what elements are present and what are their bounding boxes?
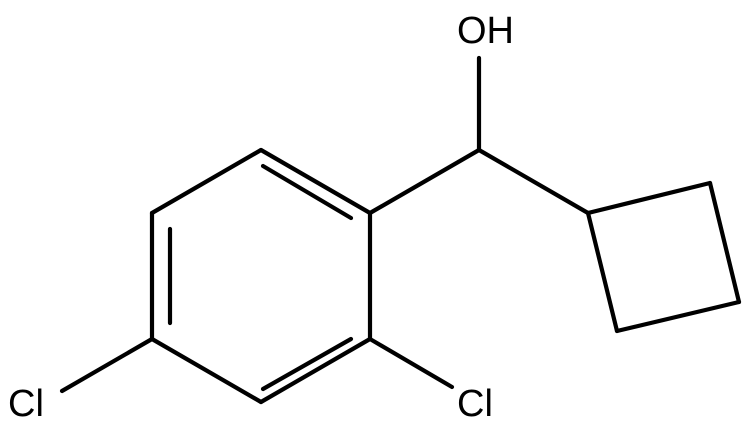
bond-ring-to-cl-para xyxy=(59,336,155,394)
ring-bond-c5-c6 xyxy=(149,147,264,216)
bond-carbinol-to-cyclobutyl xyxy=(476,147,591,216)
bond-ring-to-cl-ortho xyxy=(367,336,455,390)
bond-ring-to-carbinol xyxy=(367,147,482,216)
cyclobutane-bond-2 xyxy=(707,180,742,305)
cyclobutane-bond-3 xyxy=(614,299,742,334)
cyclobutane-ring xyxy=(585,180,742,334)
benzene-ring xyxy=(149,147,373,405)
chlorine-ortho-label: Cl xyxy=(457,383,493,425)
ring-double-bond-inner-3 xyxy=(260,163,354,221)
ring-bond-c6-c1 xyxy=(258,147,373,216)
cyclobutane-bond-4 xyxy=(585,210,620,334)
hydroxyl-label: OH xyxy=(457,10,514,52)
ring-bond-c3-c4 xyxy=(149,336,264,405)
chlorine-para-label: Cl xyxy=(8,383,44,425)
cyclobutane-bond-1 xyxy=(585,180,713,216)
ring-bond-c2-c3 xyxy=(258,336,373,405)
ring-double-bond-inner-1 xyxy=(260,336,354,392)
